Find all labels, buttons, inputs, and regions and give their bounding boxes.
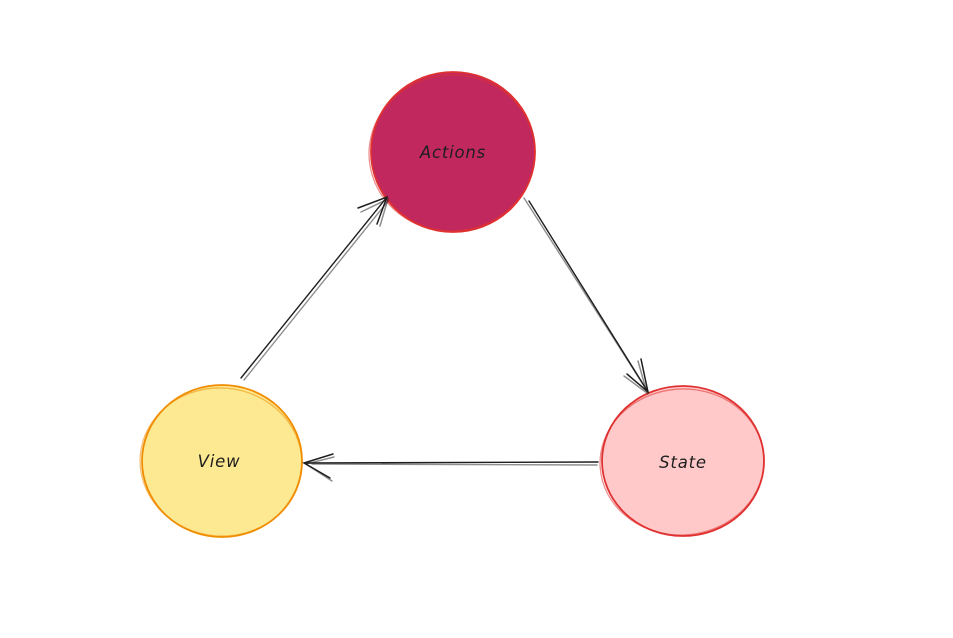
arrow-view-to-actions[interactable] (240, 195, 390, 381)
arrow-shaft-sketch (523, 197, 647, 390)
node-state[interactable]: State (595, 383, 769, 540)
node-state-sketch-stroke (599, 388, 765, 536)
node-actions-sketch-stroke (368, 74, 536, 232)
node-state-label: State (659, 453, 707, 472)
arrow-head (357, 195, 389, 225)
arrow-head-sketch (360, 197, 390, 227)
arrow-head-sketch (623, 360, 649, 395)
arrow-state-to-view[interactable] (302, 453, 599, 482)
arrow-head-sketch (304, 456, 335, 482)
arrow-head (626, 358, 650, 395)
arrow-shaft (240, 196, 388, 379)
arrow-head (302, 453, 334, 479)
node-view-sketch-stroke (139, 387, 303, 537)
arrow-actions-to-state[interactable] (523, 197, 650, 395)
arrow-shaft-sketch (311, 463, 598, 466)
node-view[interactable]: View (134, 381, 308, 543)
arrow-shaft (304, 461, 599, 464)
node-actions-label: Actions (419, 143, 486, 162)
node-view-label: View (198, 452, 241, 471)
node-actions[interactable]: Actions (363, 68, 542, 238)
arrow-shaft-sketch (243, 200, 389, 381)
